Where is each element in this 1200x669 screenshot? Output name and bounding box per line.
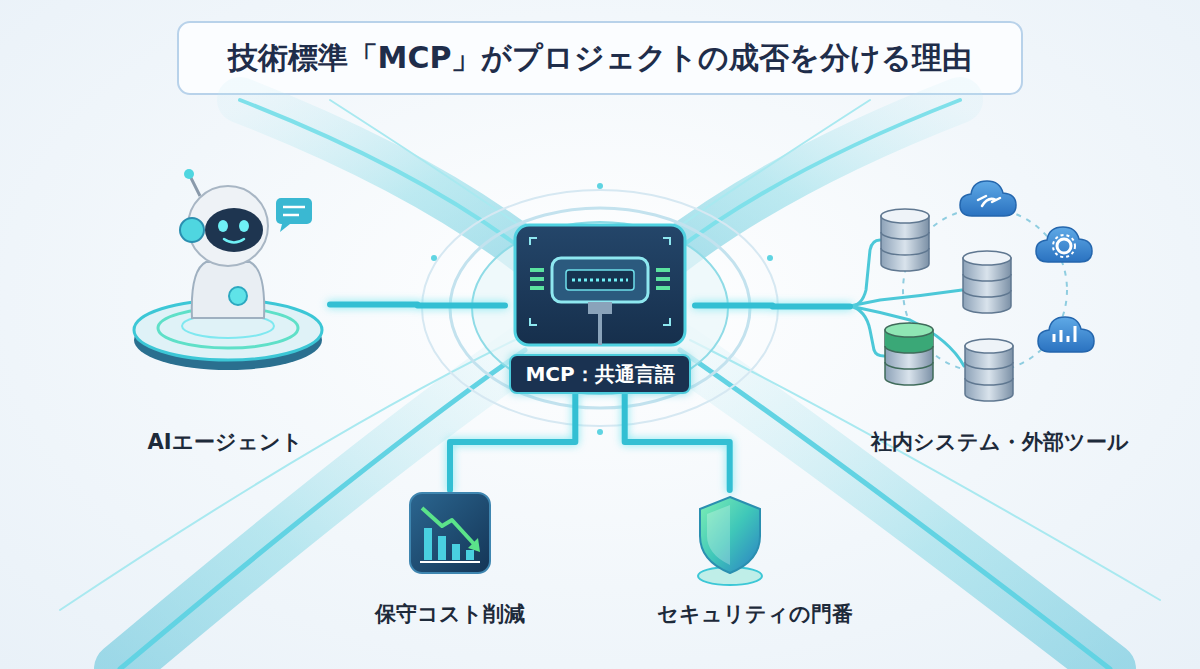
title-text: 技術標準「MCP」がプロジェクトの成否を分ける理由 xyxy=(178,22,1022,94)
circuit-dot xyxy=(767,255,773,261)
cost-icon xyxy=(452,544,460,560)
shield-icon xyxy=(707,505,730,565)
mcp-hub-panel xyxy=(530,268,544,272)
mcp-hub-panel xyxy=(515,225,685,345)
system-cluster xyxy=(1053,235,1075,257)
cost-icon xyxy=(424,528,432,560)
node-label: 保守コスト削減 xyxy=(375,601,525,628)
hub-label: MCP：共通言語 xyxy=(509,354,690,394)
cost-icon xyxy=(438,536,446,560)
circuit-dot xyxy=(431,183,773,435)
mcp-hub-panel xyxy=(530,286,544,290)
cost-icon xyxy=(410,493,490,573)
node-label: 社内システム・外部ツール xyxy=(871,429,1129,456)
hub-ring xyxy=(472,222,728,394)
branch-wire xyxy=(850,290,962,306)
robot-illustration xyxy=(276,198,312,224)
mcp-hub-panel xyxy=(566,270,634,290)
flow-band xyxy=(660,100,870,240)
circuit-dot xyxy=(597,183,603,189)
connector-line xyxy=(695,303,850,310)
system-cluster xyxy=(1038,317,1094,352)
flow-band xyxy=(240,100,530,255)
mcp-hub-panel xyxy=(656,268,670,272)
robot-illustration xyxy=(205,208,263,252)
mcp-hub-panel xyxy=(530,277,544,281)
flow-band xyxy=(240,100,530,255)
benefit-node: 保守コスト削減 xyxy=(360,490,540,628)
connector-line xyxy=(450,394,575,490)
robot-illustration xyxy=(283,206,305,209)
circuit-dot xyxy=(431,255,437,261)
system-cluster xyxy=(1036,227,1092,262)
system-cluster xyxy=(978,196,1000,206)
connector-line xyxy=(330,304,505,305)
robot-illustration xyxy=(224,239,244,243)
system-cluster xyxy=(881,209,929,271)
robot-illustration xyxy=(218,220,228,232)
cost-icon xyxy=(466,550,474,560)
system-cluster xyxy=(960,181,1016,216)
system-cluster xyxy=(881,181,1094,401)
branch-wire xyxy=(850,240,880,306)
robot-illustration xyxy=(180,218,204,242)
robot-illustration xyxy=(280,224,290,232)
system-cluster xyxy=(965,339,1013,401)
flow-band xyxy=(120,350,525,669)
mcp-hub-panel xyxy=(656,277,670,281)
system-cluster xyxy=(1057,239,1071,253)
flow-band xyxy=(60,100,1160,669)
robot-illustration xyxy=(283,214,299,217)
flow-band xyxy=(60,340,515,610)
robot-illustration xyxy=(184,169,194,179)
node-label: セキュリティの門番 xyxy=(657,601,853,628)
robot-illustration xyxy=(134,169,322,370)
system-cluster xyxy=(1054,326,1075,342)
cost-icon xyxy=(410,493,490,573)
mcp-hub-panel xyxy=(598,314,602,345)
title-box xyxy=(178,22,1022,94)
node-label: AIエージェント xyxy=(147,429,302,456)
mcp-hub-panel xyxy=(552,258,648,302)
mcp-hub-panel xyxy=(515,225,685,345)
agent-node: AIエージェント xyxy=(120,190,330,456)
system-cluster xyxy=(963,251,1011,313)
system-cluster xyxy=(885,323,933,385)
connector-line xyxy=(625,394,730,490)
system-node: 社内システム・外部ツール xyxy=(850,170,1150,456)
hub-node: MCP：共通言語 xyxy=(505,222,695,394)
shield-icon xyxy=(700,497,760,573)
mcp-hub-panel xyxy=(656,286,670,290)
mcp-hub-panel xyxy=(530,268,670,290)
robot-illustration xyxy=(192,262,264,318)
robot-illustration xyxy=(239,220,249,232)
robot-illustration xyxy=(190,176,200,196)
flow-band xyxy=(330,100,540,240)
shield-icon xyxy=(698,497,762,585)
cost-icon xyxy=(420,561,480,563)
circuit-dot xyxy=(597,429,603,435)
flow-band xyxy=(120,350,525,669)
mcp-hub-panel xyxy=(530,238,670,325)
robot-illustration xyxy=(229,287,247,305)
mcp-hub-panel xyxy=(588,302,612,314)
cost-icon xyxy=(468,538,480,552)
benefit-node: セキュリティの門番 xyxy=(640,490,870,628)
mcp-hub-panel xyxy=(572,279,628,282)
cost-icon xyxy=(422,508,474,544)
